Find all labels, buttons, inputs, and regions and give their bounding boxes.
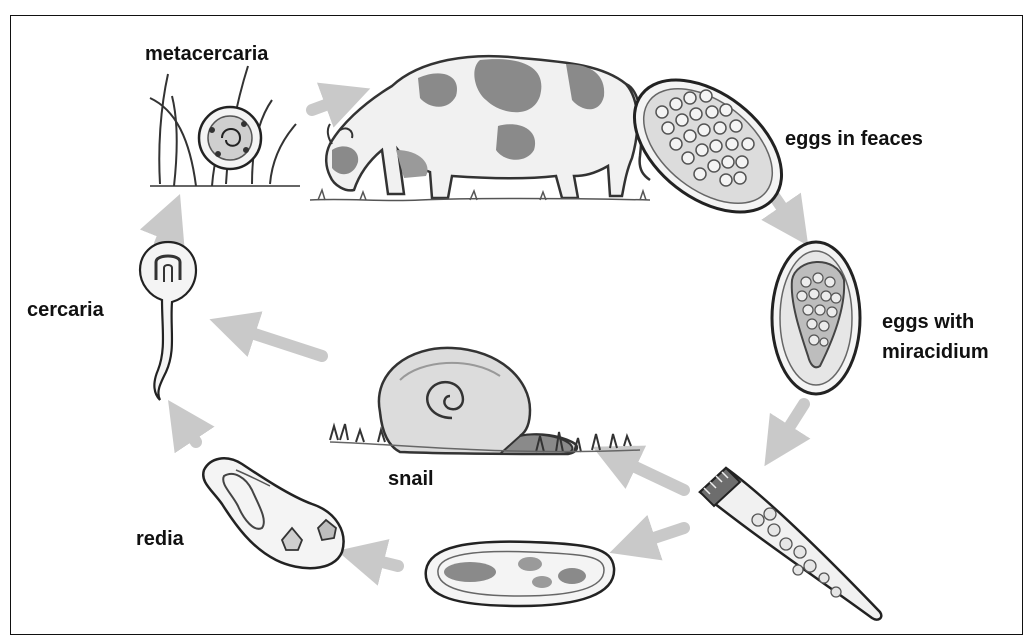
redia-icon [203, 458, 343, 568]
arrow-snail-to-cercaria [230, 326, 322, 356]
miracidium-icon [700, 468, 881, 620]
cercaria-icon [140, 242, 196, 400]
label-miracidium: miracidium [882, 340, 989, 364]
label-eggs-in-feaces: eggs in feaces [785, 127, 923, 151]
arrow-miracidium-to-snail [612, 456, 684, 490]
snail-icon [330, 348, 640, 454]
label-redia: redia [136, 527, 184, 551]
egg-icon [610, 53, 806, 238]
arrow-egg-down [774, 196, 796, 228]
grass-cyst-icon [150, 66, 300, 186]
arrow-to-miracidium [776, 404, 804, 448]
arrow-redia-up [180, 418, 196, 442]
label-cercaria: cercaria [27, 298, 104, 322]
arrow-to-sporocyst [630, 528, 684, 546]
arrow-sporocyst-to-redia [358, 556, 398, 566]
cow-icon [310, 56, 650, 200]
arrow-cercaria-up [160, 214, 172, 244]
arrow-cyst-to-cow [312, 96, 350, 110]
sporocyst-icon [426, 542, 614, 606]
label-eggs-with: eggs with [882, 310, 974, 334]
label-metacercaria: metacercaria [145, 42, 268, 66]
label-snail: snail [388, 467, 434, 491]
miracidium-egg-icon [772, 242, 860, 394]
